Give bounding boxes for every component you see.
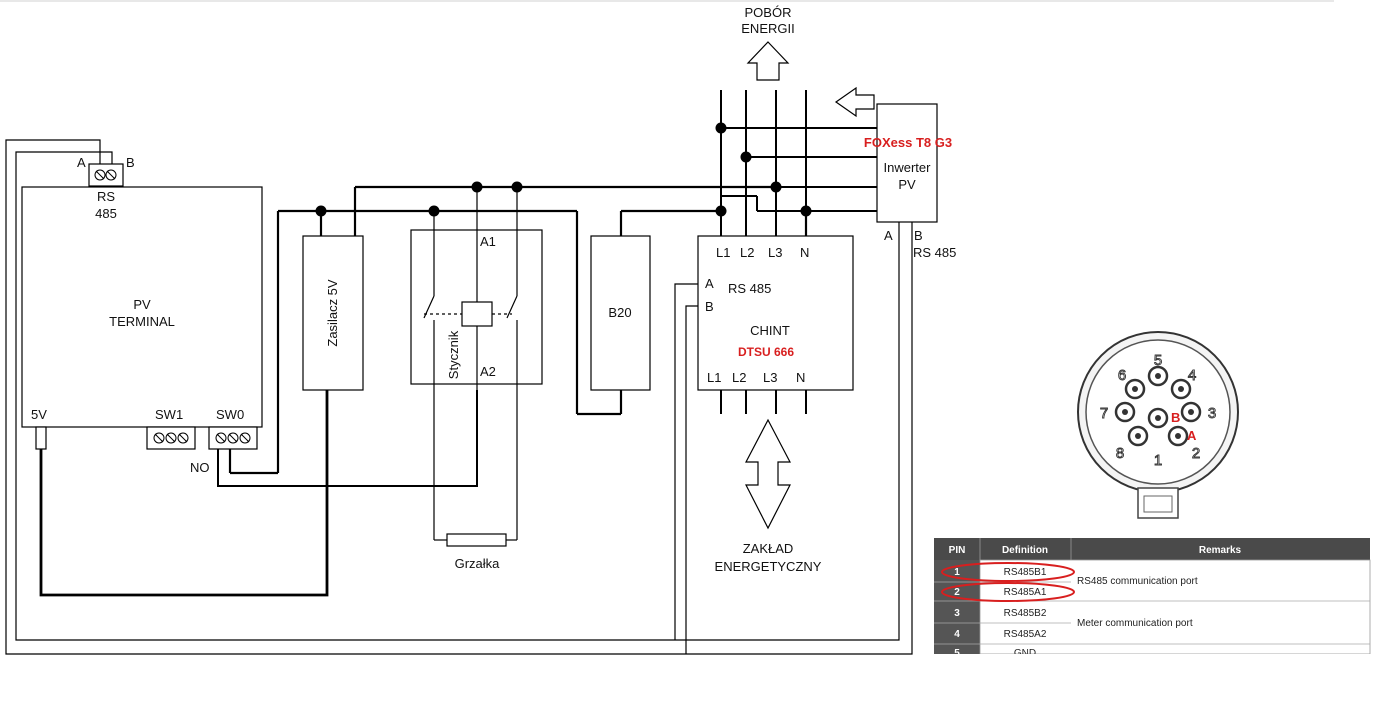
meter-rs485-label: RS 485 xyxy=(728,281,771,296)
inverter-rs485-label: RS 485 xyxy=(913,245,956,260)
row2-pin: 2 xyxy=(954,587,960,598)
utility-label-line2: ENERGETYCZNY xyxy=(715,559,822,574)
connector-mark-a: A xyxy=(1187,428,1197,443)
row3-pin: 3 xyxy=(954,608,960,619)
pin-number-2: 2 xyxy=(1192,445,1200,462)
row4-pin: 4 xyxy=(954,629,960,640)
sw0-screw-icon xyxy=(215,432,251,444)
sw1-screw-icon xyxy=(153,432,189,444)
meter-brand: CHINT xyxy=(750,323,790,338)
terminal-wires xyxy=(5,139,913,655)
pin-table-header-pin: PIN xyxy=(949,545,966,556)
terminal-sw1-label: SW1 xyxy=(155,407,183,422)
connector-drawing xyxy=(1077,331,1239,519)
row1-remarks: RS485 communication port xyxy=(1077,576,1198,587)
terminal-no-label: NO xyxy=(190,460,210,475)
row1-definition: RS485B1 xyxy=(1004,567,1047,578)
connector-pin-numbers: 1 2 3 4 5 6 7 8 xyxy=(1099,352,1216,470)
meter-bot-n: N xyxy=(796,370,805,385)
row2-definition: RS485A1 xyxy=(1004,587,1047,598)
terminal-title-line1: PV xyxy=(133,297,151,312)
inverter-label-line1: Inwerter xyxy=(884,160,932,175)
left-arrow-icon xyxy=(834,86,875,118)
contactor-coil xyxy=(461,301,493,327)
row1-pin: 1 xyxy=(954,567,960,578)
terminal-5v-label: 5V xyxy=(31,407,47,422)
contactor-a1-label: A1 xyxy=(480,234,496,249)
terminal-sw0-label: SW0 xyxy=(216,407,244,422)
inverter-b-label: B xyxy=(914,228,923,243)
inverter-label-line2: PV xyxy=(898,177,916,192)
top-edge xyxy=(0,0,1334,2)
terminal-b-label: B xyxy=(126,155,135,170)
double-arrow-icon xyxy=(745,418,791,530)
psu-box xyxy=(302,235,364,391)
pin-table-header-bg xyxy=(934,538,1370,560)
pin-table-header-definition: Definition xyxy=(1002,545,1048,556)
pin-table: PIN Definition Remarks 1 RS485B1 RS485 c… xyxy=(930,538,1375,674)
pin-number-3: 3 xyxy=(1208,405,1216,422)
row3-remarks: Meter communication port xyxy=(1077,618,1193,629)
row5-definition: GND xyxy=(1014,648,1036,659)
inverter-a-label: A xyxy=(884,228,893,243)
highlight-ellipse-pin2 xyxy=(941,582,1075,602)
heater-wires xyxy=(433,535,518,541)
contactor-internals xyxy=(423,187,518,535)
meter-bot-l2: L2 xyxy=(732,370,746,385)
heater-label: Grzałka xyxy=(455,556,501,571)
rs485-screw-icon xyxy=(94,169,117,181)
table-row: 5 GND xyxy=(954,648,1036,659)
junction-dots xyxy=(315,122,812,217)
breaker-box xyxy=(590,235,651,391)
pv-terminal-box xyxy=(21,186,263,428)
pin-number-7: 7 xyxy=(1100,405,1108,422)
psu-label: Zasilacz 5V xyxy=(325,279,340,347)
meter-box xyxy=(697,235,854,391)
row5-pin: 5 xyxy=(954,648,960,659)
row4-definition: RS485A2 xyxy=(1004,629,1047,640)
meter-top-l3: L3 xyxy=(768,245,782,260)
up-arrow-icon xyxy=(746,41,790,81)
meter-bot-l3: L3 xyxy=(763,370,777,385)
inverter-model: FOXess T8 G3 xyxy=(864,135,952,150)
row3-definition: RS485B2 xyxy=(1004,608,1047,619)
meter-top-l2: L2 xyxy=(740,245,754,260)
meter-bot-l1: L1 xyxy=(707,370,721,385)
connector-mark-b: B xyxy=(1171,410,1180,425)
pin-column-bg xyxy=(934,560,980,654)
pin-number-8: 8 xyxy=(1116,445,1124,462)
highlight-ellipse-pin1 xyxy=(941,562,1075,582)
table-row: 4 RS485A2 xyxy=(954,629,1047,640)
5v-terminal xyxy=(35,426,47,450)
inverter-box xyxy=(876,103,938,223)
utility-label-line1: ZAKŁAD xyxy=(743,541,794,556)
table-row: 1 RS485B1 RS485 communication port xyxy=(954,567,1198,587)
meter-top-n: N xyxy=(800,245,809,260)
contactor-a2-label: A2 xyxy=(480,364,496,379)
pin-number-1: 1 xyxy=(1154,452,1162,469)
pin-number-6: 6 xyxy=(1118,367,1126,384)
pin-number-5: 5 xyxy=(1154,352,1162,369)
heater-resistor xyxy=(446,533,507,547)
inverter-feed-wires xyxy=(721,127,877,212)
pobor-label-line2: ENERGII xyxy=(741,21,794,36)
terminal-rs-line1: RS xyxy=(97,189,115,204)
terminal-rs-line2: 485 xyxy=(95,206,117,221)
meter-b-label: B xyxy=(705,299,714,314)
terminal-a-label: A xyxy=(77,155,86,170)
pin-number-4: 4 xyxy=(1188,367,1196,384)
meter-top-l1: L1 xyxy=(716,245,730,260)
pin-table-header-remarks: Remarks xyxy=(1199,545,1242,556)
terminal-title-line2: TERMINAL xyxy=(109,314,175,329)
pobor-label-line1: POBÓR xyxy=(745,5,792,20)
contactor-label: Stycznik xyxy=(446,330,461,379)
table-row: 2 RS485A1 xyxy=(954,587,1047,598)
meter-a-label: A xyxy=(705,276,714,291)
meter-model: DTSU 666 xyxy=(738,345,794,359)
table-row: 3 RS485B2 Meter communication port xyxy=(954,608,1193,629)
breaker-label: B20 xyxy=(608,305,631,320)
